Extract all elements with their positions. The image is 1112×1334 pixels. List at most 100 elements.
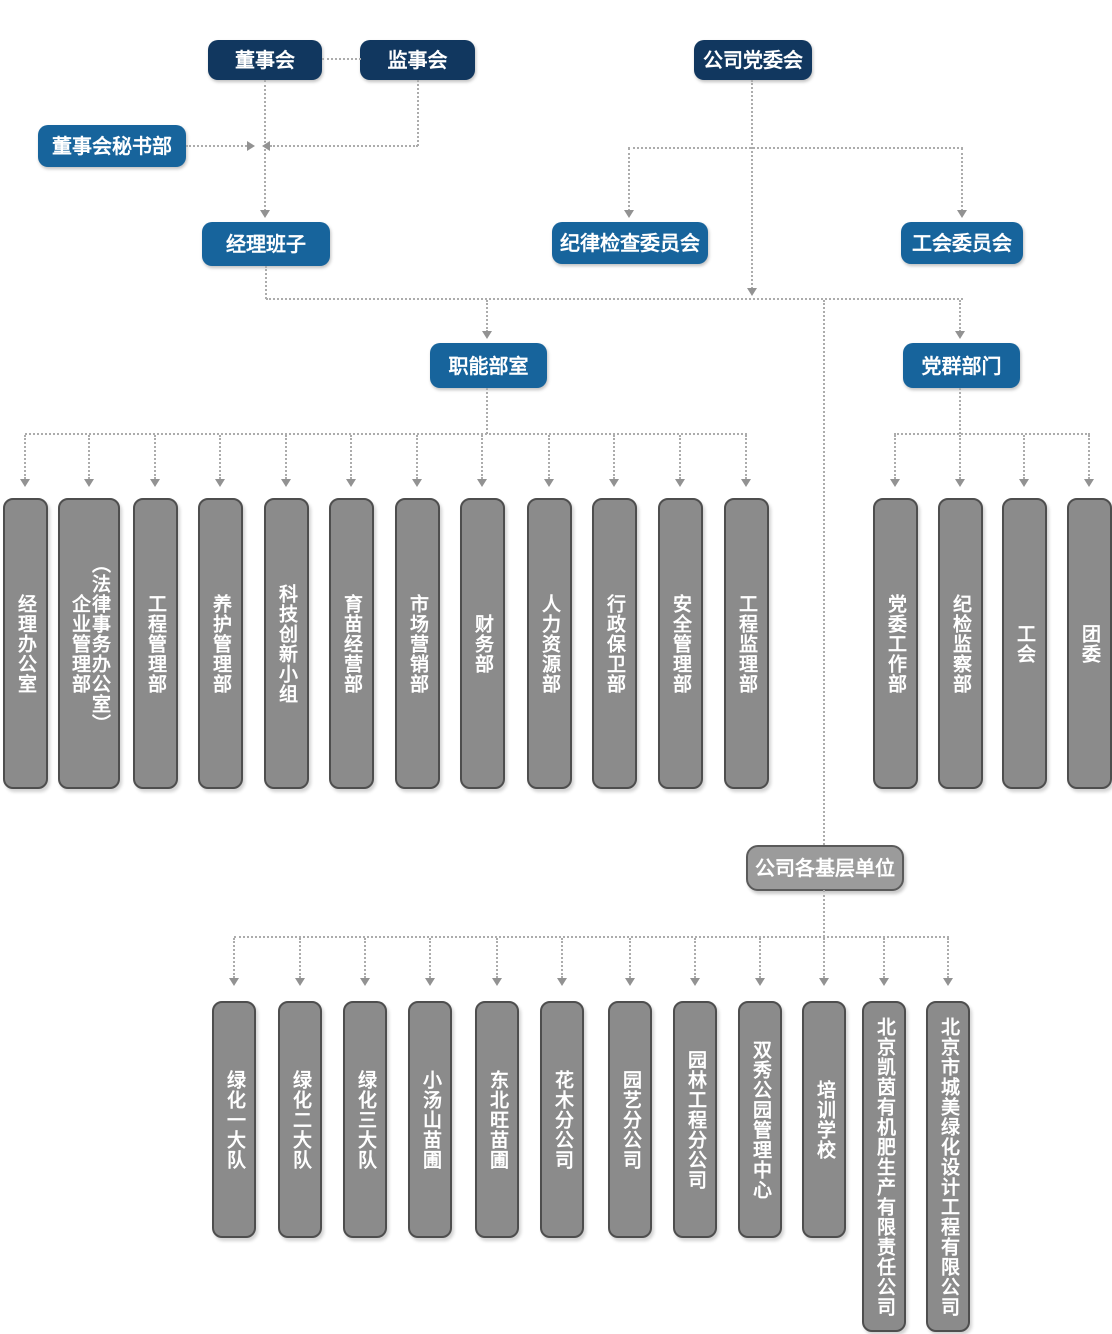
connector-hline	[266, 298, 963, 300]
connector-vline	[883, 938, 885, 978]
connector-arrow-down	[747, 288, 757, 296]
connector-vline	[613, 435, 615, 479]
grassroots-units-header-box: 公司各基层单位	[746, 845, 904, 891]
management-team-box: 经理班子	[202, 222, 330, 266]
connector-vline	[299, 938, 301, 978]
grassroots-unit-bar: 绿化一大队	[212, 1001, 256, 1238]
connector-arrow-down	[955, 479, 965, 487]
connector-vline	[745, 435, 747, 479]
connector-arrow-down	[346, 479, 356, 487]
connector-vline	[350, 435, 352, 479]
connector-hline	[628, 147, 963, 149]
connector-arrow-down	[625, 978, 635, 986]
functional-dept-bar: 市场营销部	[394, 498, 440, 789]
labor-union-committee-box: 工会委员会	[901, 222, 1023, 264]
connector-vline	[961, 148, 963, 211]
connector-arrow-down	[957, 210, 967, 218]
connector-vline	[481, 435, 483, 479]
connector-vline	[285, 435, 287, 479]
connector-arrow-down	[741, 479, 751, 487]
connector-arrow-right	[247, 141, 255, 151]
grassroots-unit-bar: 双秀公园管理中心	[738, 1001, 782, 1238]
functional-dept-bar: 工程管理部	[132, 498, 178, 789]
connector-arrow-down	[20, 479, 30, 487]
grassroots-unit-bar: 园林工程分公司	[673, 1001, 717, 1238]
connector-vline	[496, 938, 498, 978]
functional-departments-header-box: 职能部室	[430, 343, 547, 388]
party-mass-dept-bar: 纪检监察部	[937, 498, 983, 789]
connector-vline	[154, 435, 156, 479]
connector-hline	[186, 145, 247, 147]
connector-arrow-down	[544, 479, 554, 487]
connector-vline	[417, 80, 419, 146]
grassroots-unit-bar: 小汤山苗圃	[408, 1001, 452, 1238]
connector-hline	[270, 145, 418, 147]
connector-arrow-left	[262, 141, 270, 151]
functional-dept-bar: 人力资源部	[526, 498, 572, 789]
connector-vline	[679, 435, 681, 479]
grassroots-unit-bar: 园艺分公司	[608, 1001, 652, 1238]
functional-dept-bar: （法律事务办公室） 企业管理部	[58, 498, 120, 789]
connector-vline	[759, 938, 761, 978]
connector-hline	[894, 433, 1090, 435]
connector-arrow-down	[150, 479, 160, 487]
party-committee-box: 公司党委会	[694, 40, 812, 80]
connector-vline	[694, 938, 696, 978]
connector-vline	[416, 435, 418, 479]
connector-arrow-down	[557, 978, 567, 986]
board-secretary-dept-box: 董事会秘书部	[38, 125, 186, 167]
grassroots-unit-bar: 北京凯茵有机肥生产有限责任公司	[862, 1001, 906, 1332]
connector-vline	[1088, 435, 1090, 479]
connector-arrow-down	[624, 210, 634, 218]
functional-dept-bar: 养护管理部	[197, 498, 243, 789]
connector-arrow-down	[609, 479, 619, 487]
party-mass-dept-bar: 团委	[1066, 498, 1112, 789]
connector-vline	[628, 148, 630, 211]
functional-dept-bar: 经理办公室	[2, 498, 48, 789]
grassroots-unit-bar: 花木分公司	[540, 1001, 584, 1238]
connector-vline	[265, 266, 267, 299]
connector-vline	[629, 938, 631, 978]
connector-vline	[751, 80, 753, 289]
connector-vline	[959, 435, 961, 479]
connector-vline	[947, 938, 949, 978]
connector-arrow-down	[879, 978, 889, 986]
connector-arrow-down	[943, 978, 953, 986]
party-mass-dept-bar: 工会	[1001, 498, 1047, 789]
connector-arrow-down	[360, 978, 370, 986]
connector-arrow-down	[84, 479, 94, 487]
grassroots-unit-bar: 绿化三大队	[343, 1001, 387, 1238]
grassroots-unit-bar: 绿化二大队	[278, 1001, 322, 1238]
connector-vline	[959, 388, 961, 434]
connector-vline	[429, 938, 431, 978]
connector-vline	[561, 938, 563, 978]
connector-vline	[823, 938, 825, 978]
party-mass-dept-bar: 党委工作部	[872, 498, 918, 789]
connector-vline	[364, 938, 366, 978]
connector-arrow-down	[295, 978, 305, 986]
connector-vline	[219, 435, 221, 479]
grassroots-unit-bar: 东北旺苗圃	[475, 1001, 519, 1238]
connector-arrow-down	[1084, 479, 1094, 487]
connector-arrow-down	[755, 978, 765, 986]
connector-arrow-down	[890, 479, 900, 487]
connector-vline	[486, 388, 488, 434]
connector-arrow-down	[281, 479, 291, 487]
connector-arrow-down	[477, 479, 487, 487]
connector-vline	[233, 938, 235, 978]
connector-arrow-down	[215, 479, 225, 487]
board-of-directors-box: 董事会	[208, 40, 322, 80]
connector-arrow-down	[412, 479, 422, 487]
functional-dept-bar: 科技创新小组	[263, 498, 309, 789]
grassroots-unit-bar: 培训学校	[802, 1001, 846, 1238]
connector-vline	[88, 435, 90, 479]
functional-dept-bar: 工程监理部	[723, 498, 769, 789]
functional-dept-bar: 财务部	[459, 498, 505, 789]
connector-arrow-down	[229, 978, 239, 986]
connector-vline	[959, 300, 961, 332]
connector-hline	[25, 433, 747, 435]
connector-vline	[894, 435, 896, 479]
connector-arrow-down	[425, 978, 435, 986]
party-mass-departments-header-box: 党群部门	[903, 343, 1020, 388]
